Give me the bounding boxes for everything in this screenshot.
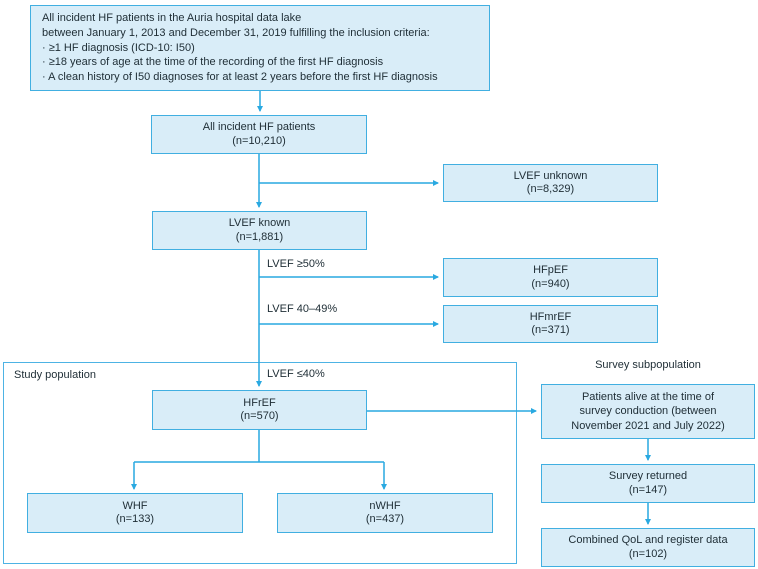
- edge-label-lvef-lte-40: LVEF ≤40%: [267, 368, 325, 380]
- study-population-label: Study population: [14, 369, 96, 381]
- node-count: (n=1,881): [235, 230, 284, 243]
- node-label: survey conduction (between: [579, 405, 717, 418]
- node-count: (n=437): [365, 513, 405, 525]
- node-label: LVEF known: [228, 217, 291, 229]
- node-survey-returned: Survey returned (n=147): [541, 464, 755, 503]
- node-label: Survey returned: [608, 470, 688, 482]
- node-label: November 2021 and July 2022): [571, 419, 725, 432]
- node-whf: WHF (n=133): [27, 493, 243, 533]
- node-label: WHF: [122, 499, 148, 512]
- node-hfref: HFrEF (n=570): [152, 390, 367, 430]
- node-label: HFrEF: [243, 396, 276, 409]
- node-all-incident-hf-patients: All incident HF patients (n=10,210): [151, 115, 367, 154]
- study-population-frame: [3, 362, 517, 564]
- criteria-line: All incident HF patients in the Auria ho…: [42, 11, 302, 24]
- criteria-line: between January 1, 2013 and December 31,…: [42, 26, 430, 39]
- node-combined-qol-register: Combined QoL and register data (n=102): [541, 528, 755, 567]
- node-count: (n=10,210): [232, 134, 286, 147]
- criteria-line: · A clean history of I50 diagnoses for a…: [42, 71, 438, 84]
- node-label: HFmrEF: [529, 310, 572, 323]
- criteria-line: · ≥18 years of age at the time of the re…: [42, 56, 384, 69]
- node-count: (n=371): [531, 324, 570, 336]
- node-label: All incident HF patients: [202, 121, 316, 133]
- node-label: LVEF unknown: [513, 169, 588, 182]
- inclusion-criteria-box: All incident HF patients in the Auria ho…: [30, 5, 490, 91]
- node-count: (n=8,329): [526, 183, 575, 195]
- node-lvef-known: LVEF known (n=1,881): [152, 211, 367, 250]
- node-count: (n=133): [115, 513, 155, 525]
- node-count: (n=940): [531, 277, 570, 290]
- survey-subpopulation-label: Survey subpopulation: [595, 359, 701, 371]
- node-count: (n=102): [628, 547, 668, 560]
- node-count: (n=570): [240, 410, 279, 422]
- criteria-line: · ≥1 HF diagnosis (ICD-10: I50): [42, 41, 195, 54]
- node-count: (n=147): [628, 483, 668, 496]
- node-lvef-unknown: LVEF unknown (n=8,329): [443, 164, 658, 202]
- node-patients-alive: Patients alive at the time of survey con…: [541, 384, 755, 439]
- node-label: nWHF: [369, 499, 401, 512]
- node-nwhf: nWHF (n=437): [277, 493, 493, 533]
- node-hfmref: HFmrEF (n=371): [443, 305, 658, 343]
- node-label: Combined QoL and register data: [568, 534, 728, 546]
- node-label: Patients alive at the time of: [581, 390, 715, 403]
- edge-label-lvef-gte-50: LVEF ≥50%: [267, 258, 325, 270]
- node-hfpef: HFpEF (n=940): [443, 258, 658, 297]
- node-label: HFpEF: [533, 264, 568, 276]
- edge-label-lvef-40-49: LVEF 40–49%: [267, 303, 338, 315]
